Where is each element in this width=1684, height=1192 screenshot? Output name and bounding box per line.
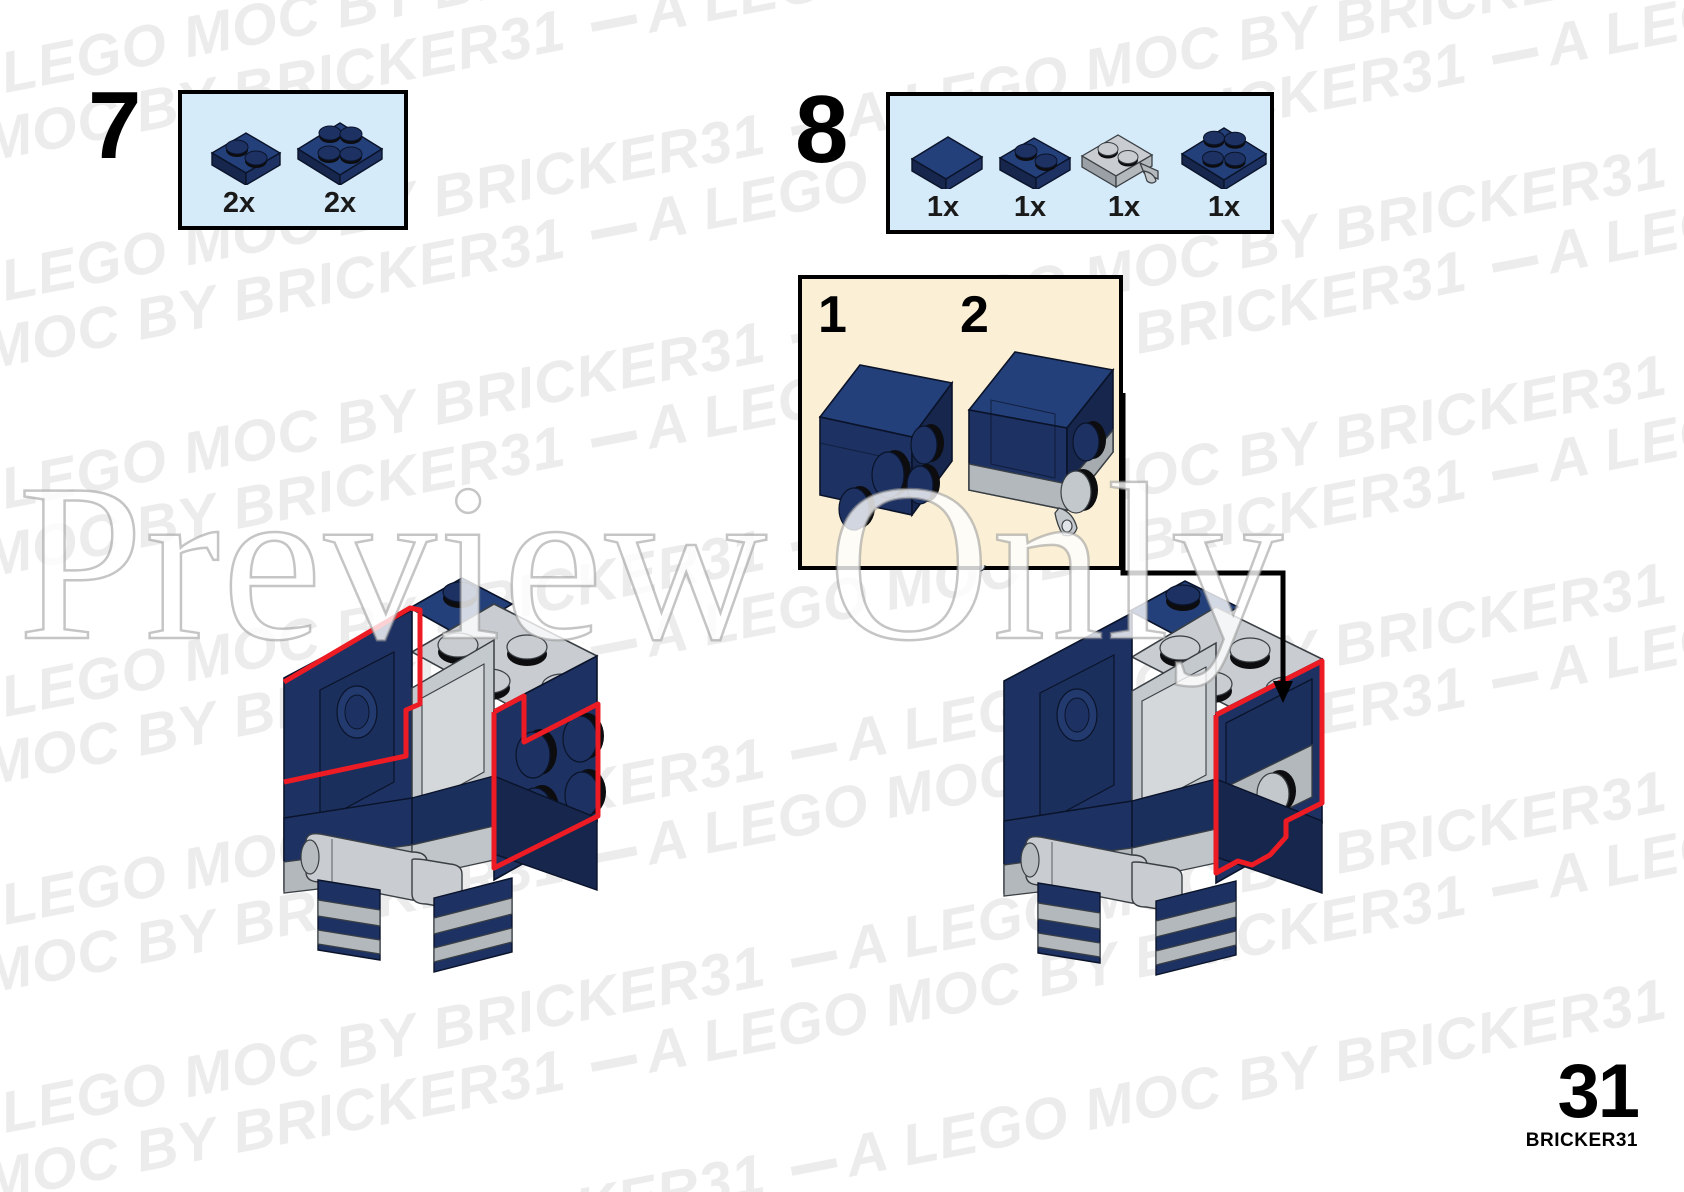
watermark-row: A LEGO MOC BY BRICKER31 A LEGO MOC BY BR… bbox=[0, 615, 1684, 1192]
subassembly-brick-1 bbox=[818, 364, 954, 531]
watermark-row: A LEGO MOC BY BRICKER31 A LEGO MOC BY BR… bbox=[0, 0, 1684, 26]
part-qty-label: 1x bbox=[1107, 191, 1141, 223]
logo-mark-31: 31 bbox=[1557, 1048, 1640, 1134]
parts-box-step-7: 2x 2x bbox=[178, 90, 408, 230]
parts-box-step-8: 1x 1x bbox=[886, 92, 1274, 234]
plate-1x2-dark-blue-icon bbox=[210, 132, 282, 185]
plate-2x2-dark-blue-icon bbox=[296, 122, 384, 185]
step-number-7: 7 bbox=[88, 72, 142, 179]
part-qty-label: 1x bbox=[1013, 191, 1047, 223]
part-qty-label: 1x bbox=[926, 191, 960, 223]
part-cell-plate-2x2: 2x bbox=[288, 111, 392, 220]
plate-1x2-dark-blue-icon bbox=[998, 137, 1072, 189]
watermark-row: A LEGO MOC BY BRICKER31 A LEGO MOC BY BR… bbox=[0, 687, 1684, 1192]
part-cell-plate-1x2-clip: 1x bbox=[1074, 123, 1174, 224]
part-cell-plate-2x2-b: 1x bbox=[1174, 117, 1274, 224]
part-qty-label: 1x bbox=[1207, 191, 1241, 223]
part-cell-tile-1x2: 1x bbox=[900, 129, 986, 224]
logo-text-bricker31: BRICKER31 bbox=[1525, 1130, 1638, 1151]
part-qty-label: 2x bbox=[222, 187, 256, 219]
subassembly-brick-2 bbox=[967, 351, 1115, 537]
model-step-7 bbox=[282, 577, 606, 973]
part-cell-plate-1x2: 2x bbox=[194, 123, 284, 220]
part-cell-plate-1x2-b: 1x bbox=[986, 127, 1074, 224]
substep-number-2: 2 bbox=[960, 286, 989, 344]
part-qty-label: 2x bbox=[323, 187, 357, 219]
substep-number-1: 1 bbox=[818, 286, 847, 344]
step-number-8: 8 bbox=[795, 76, 849, 183]
model-step-8 bbox=[980, 565, 1325, 976]
plate-2x2-dark-blue-icon bbox=[1180, 127, 1268, 189]
brand-logo: 31 BRICKER31 bbox=[1525, 1048, 1640, 1152]
plate-1x2-clip-light-gray-icon bbox=[1080, 134, 1159, 189]
tile-1x2-dark-blue-icon bbox=[910, 136, 984, 189]
